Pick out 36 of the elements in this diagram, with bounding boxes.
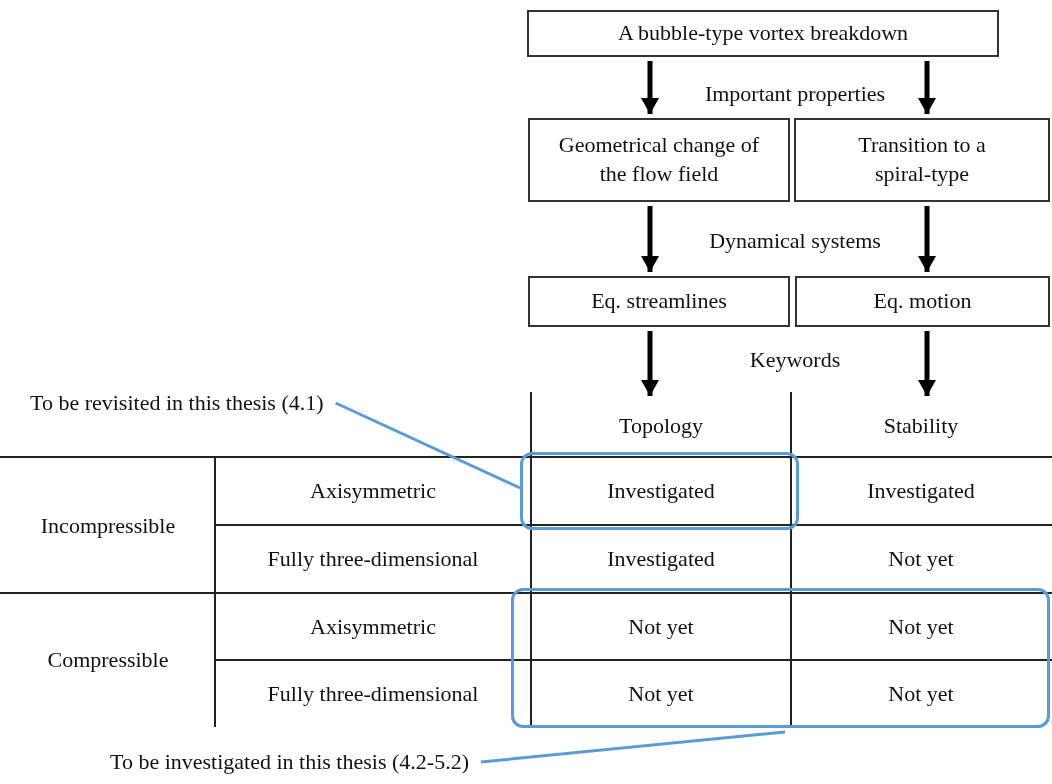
process-box: Eq. streamlines <box>528 276 790 327</box>
arrow <box>918 206 936 272</box>
arrow <box>641 61 659 114</box>
highlight-frame <box>511 588 1050 728</box>
arrow <box>641 331 659 396</box>
step-label: Dynamical systems <box>709 227 881 255</box>
process-box: Geometrical change of the flow field <box>528 118 790 202</box>
arrow <box>641 206 659 272</box>
highlight-frame <box>520 452 799 530</box>
table-text: Not yet <box>888 613 954 641</box>
table-text: Investigated <box>867 477 975 505</box>
table-text: Axisymmetric <box>310 613 436 641</box>
table-text: Investigated <box>607 545 715 573</box>
table-text: Not yet <box>628 613 694 641</box>
table-text: Axisymmetric <box>310 477 436 505</box>
table-text: Incompressible <box>40 512 176 540</box>
step-label: Keywords <box>749 346 841 374</box>
table-text: Not yet <box>888 680 954 708</box>
table-text: Investigated <box>607 477 715 505</box>
leader-line <box>334 401 521 490</box>
table-text: Not yet <box>628 680 694 708</box>
step-label: Important properties <box>704 80 886 108</box>
process-box: Transition to a spiral-type <box>794 118 1050 202</box>
table-text: Fully three-dimensional <box>267 545 479 573</box>
leader-line <box>480 730 786 764</box>
table-text: Not yet <box>888 545 954 573</box>
table-text: Compressible <box>47 646 169 674</box>
arrow <box>918 61 936 114</box>
arrow <box>918 331 936 396</box>
process-box: Eq. motion <box>795 276 1050 327</box>
process-box: A bubble-type vortex breakdown <box>527 10 999 57</box>
callout-text: To be revisited in this thesis (4.1) <box>30 386 416 420</box>
column-header: Topology <box>535 400 787 452</box>
column-header: Stability <box>795 400 1047 452</box>
table-text: Fully three-dimensional <box>267 680 479 708</box>
callout-text: To be investigated in this thesis (4.2-5.2) <box>110 746 490 778</box>
